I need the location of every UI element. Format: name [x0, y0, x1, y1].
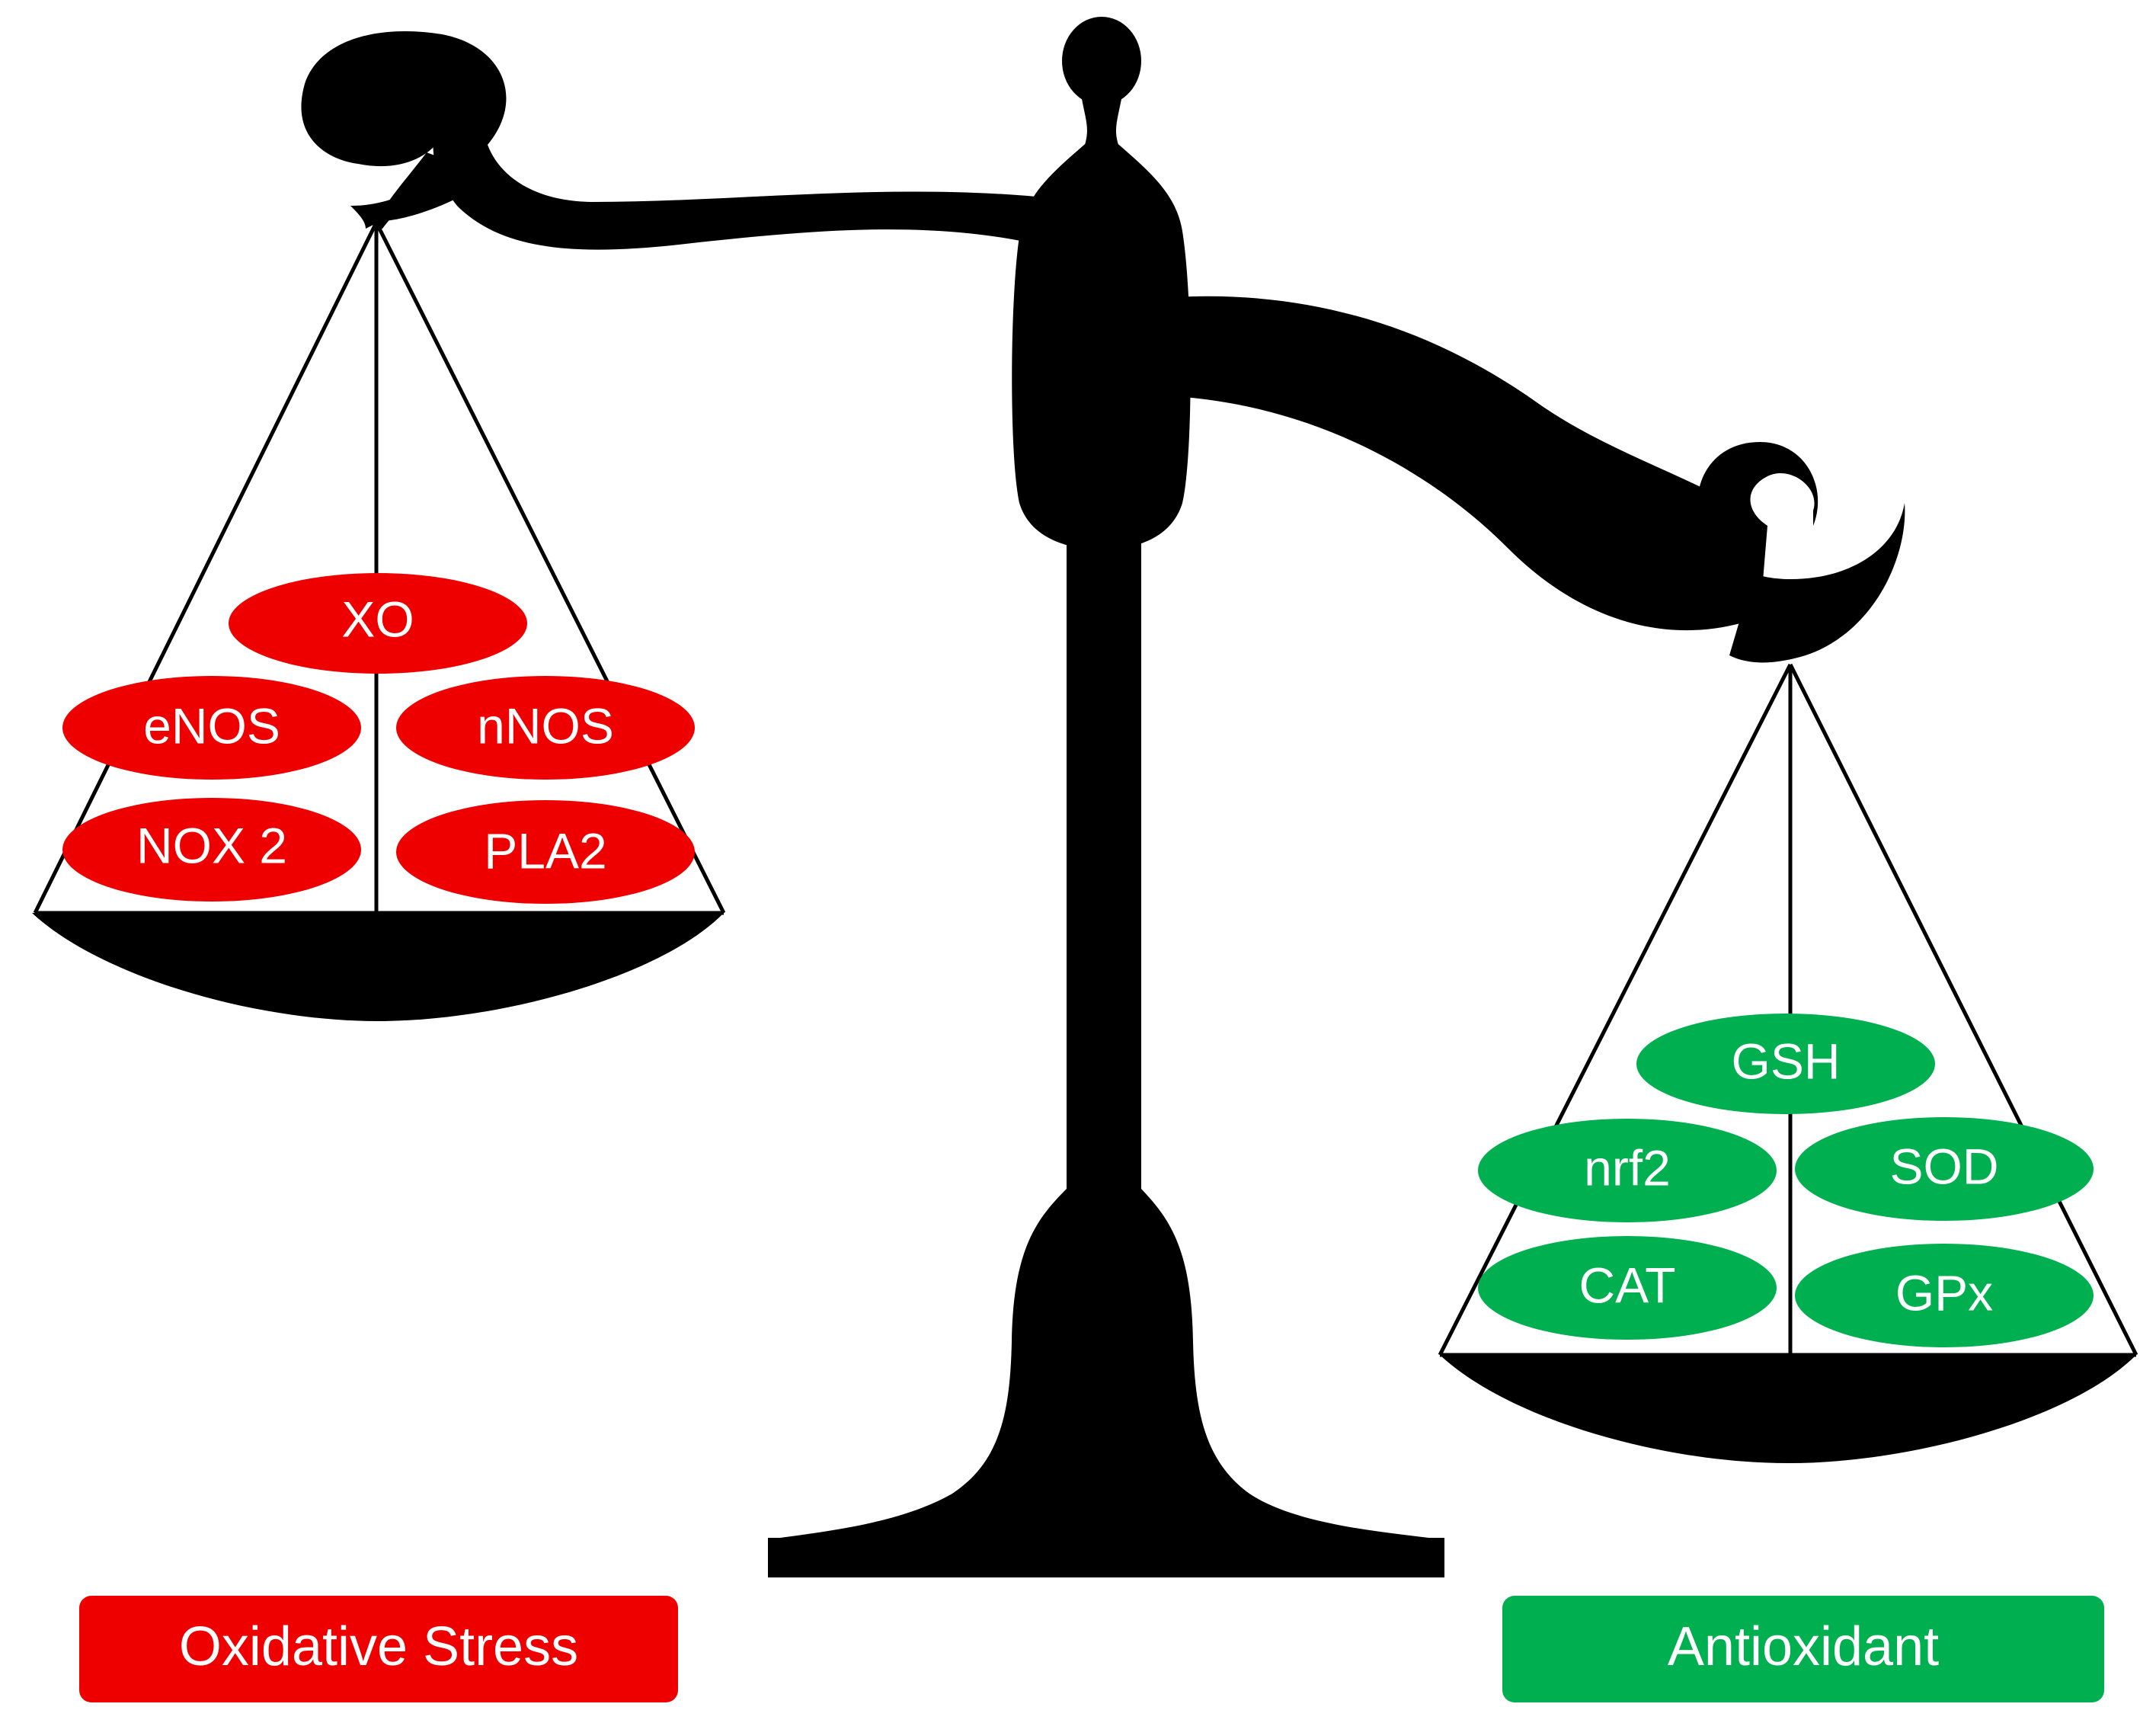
left-pan-items: XO eNOS nNOS NOX 2 PLA2	[62, 573, 695, 904]
oxidant-ellipse	[396, 800, 695, 904]
oxidant-item-enos: eNOS	[62, 676, 361, 780]
antioxidant-label: GPx	[1895, 1264, 1993, 1321]
foot	[769, 1189, 1441, 1539]
scale-silhouette	[32, 17, 2136, 1577]
antioxidant-label: GSH	[1731, 1033, 1840, 1089]
right-pan-bowl	[1440, 1355, 2136, 1463]
oxidant-item-xo: XO	[229, 573, 527, 674]
oxidant-label: nNOS	[477, 697, 614, 754]
oxidant-label: eNOS	[143, 697, 280, 754]
antioxidant-item-gpx: GPx	[1795, 1244, 2094, 1347]
shaft	[1067, 533, 1141, 1196]
finial-stem	[1082, 99, 1121, 145]
right-string-outer-right	[1788, 663, 2138, 1356]
antioxidant-ellipse	[1636, 1014, 1935, 1114]
antioxidant-item-gsh: GSH	[1636, 1014, 1935, 1114]
antioxidant-item-sod: SOD	[1795, 1117, 2094, 1221]
left-arm	[433, 107, 1036, 250]
antioxidant-ellipse	[1478, 1119, 1777, 1222]
left-string-outer-left	[33, 221, 379, 914]
left-hook-tail	[375, 152, 457, 229]
oxidant-ellipse	[229, 573, 527, 674]
left-pan-bowl	[32, 913, 724, 1021]
antioxidant-ellipse	[1795, 1117, 2094, 1221]
label-text-antioxidant: Antioxidant	[1668, 1616, 1939, 1677]
oxidant-ellipse	[396, 676, 695, 780]
right-hook	[1697, 442, 1905, 663]
finial-knob	[1062, 17, 1141, 105]
antioxidant-label: CAT	[1579, 1257, 1675, 1313]
label-text-oxidative: Oxidative Stress	[179, 1616, 578, 1677]
label-box-oxidative	[79, 1596, 678, 1702]
oxidant-label: XO	[341, 591, 414, 647]
antioxidant-label: SOD	[1889, 1138, 1998, 1194]
oxidant-item-nnos: nNOS	[396, 676, 695, 780]
right-string-outer-left	[1438, 663, 1793, 1356]
label-box-antioxidant	[1502, 1596, 2104, 1702]
left-pan-strings	[33, 221, 726, 915]
antioxidant-item-nrf2: nrf2	[1478, 1119, 1777, 1222]
oxidant-item-pla2: PLA2	[396, 800, 695, 904]
oxidant-item-nox2: NOX 2	[62, 798, 361, 902]
right-pan-items: GSH nrf2 SOD CAT GPx	[1478, 1014, 2094, 1347]
left-string-outer-right	[374, 221, 726, 914]
oxidant-label: PLA2	[484, 822, 606, 879]
antioxidant-ellipse	[1478, 1236, 1777, 1340]
antioxidant-item-cat: CAT	[1478, 1236, 1777, 1340]
base-plate	[768, 1538, 1444, 1577]
antioxidant-ellipse	[1795, 1244, 2094, 1347]
central-hub	[1012, 130, 1191, 550]
right-arm	[1173, 296, 1767, 631]
label-antioxidant: Antioxidant	[1502, 1596, 2104, 1702]
label-oxidative-stress: Oxidative Stress	[79, 1596, 678, 1702]
right-pan-strings	[1438, 663, 2138, 1357]
oxidant-ellipse	[62, 676, 361, 780]
antioxidant-label: nrf2	[1584, 1139, 1671, 1196]
oxidant-label: NOX 2	[136, 817, 287, 873]
left-hook	[301, 31, 507, 229]
oxidant-ellipse	[62, 798, 361, 902]
